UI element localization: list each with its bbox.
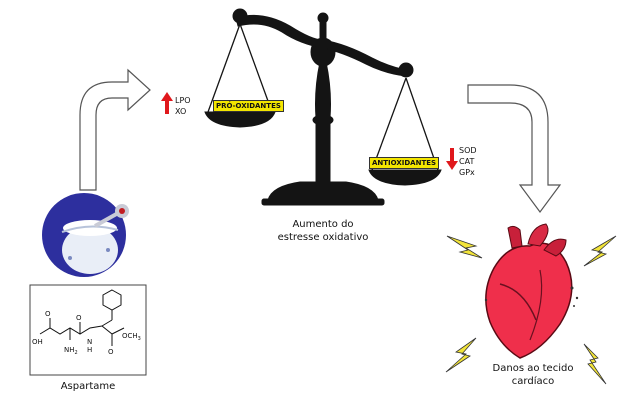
heart-caption-line1: Danos ao tecido	[492, 363, 574, 374]
red-up-arrow-icon	[161, 92, 173, 114]
scale-caption-line1: Aumento do	[292, 219, 354, 230]
marker-sod: SOD	[459, 146, 477, 155]
atom-o3: O	[108, 348, 114, 356]
lightning-bolt-icon	[583, 343, 607, 385]
atom-oh: OH	[32, 338, 43, 346]
heart-image	[484, 223, 579, 359]
lightning-bolt-icon	[583, 235, 617, 267]
heart-caption: Danos ao tecido cardíaco	[478, 362, 588, 388]
antioxidants-label: ANTIOXIDANTES	[369, 157, 440, 169]
scale-caption: Aumento do estresse oxidativo	[268, 218, 378, 244]
scale-caption-line2: estresse oxidativo	[277, 232, 369, 243]
aspartame-caption: Aspartame	[60, 381, 116, 392]
balance-scale	[204, 8, 442, 206]
aspartame-structure-box	[29, 284, 147, 376]
atom-nh-h: H	[87, 346, 92, 354]
atom-och3: OCH3	[122, 332, 141, 342]
lightning-bolt-icon	[446, 235, 483, 259]
marker-cat: CAT	[459, 157, 475, 166]
aspartame-structure	[39, 289, 125, 346]
marker-gpx: GPx	[459, 168, 475, 177]
sugar-bowl-image	[42, 193, 129, 277]
red-down-arrow-icon	[446, 148, 458, 170]
atom-nh2: NH2	[64, 346, 78, 356]
lightning-bolt-icon	[445, 337, 477, 373]
marker-xo: XO	[175, 107, 187, 116]
marker-lpo: LPO	[175, 96, 191, 105]
atom-nh: N	[87, 338, 92, 346]
heart-caption-line2: cardíaco	[511, 376, 555, 387]
pro-oxidants-label: PRÓ-OXIDANTES	[213, 100, 284, 112]
atom-o2: O	[76, 314, 82, 322]
flow-arrow-up-right	[79, 68, 151, 191]
atom-o1: O	[45, 310, 51, 318]
flow-arrow-down-right	[467, 84, 562, 214]
